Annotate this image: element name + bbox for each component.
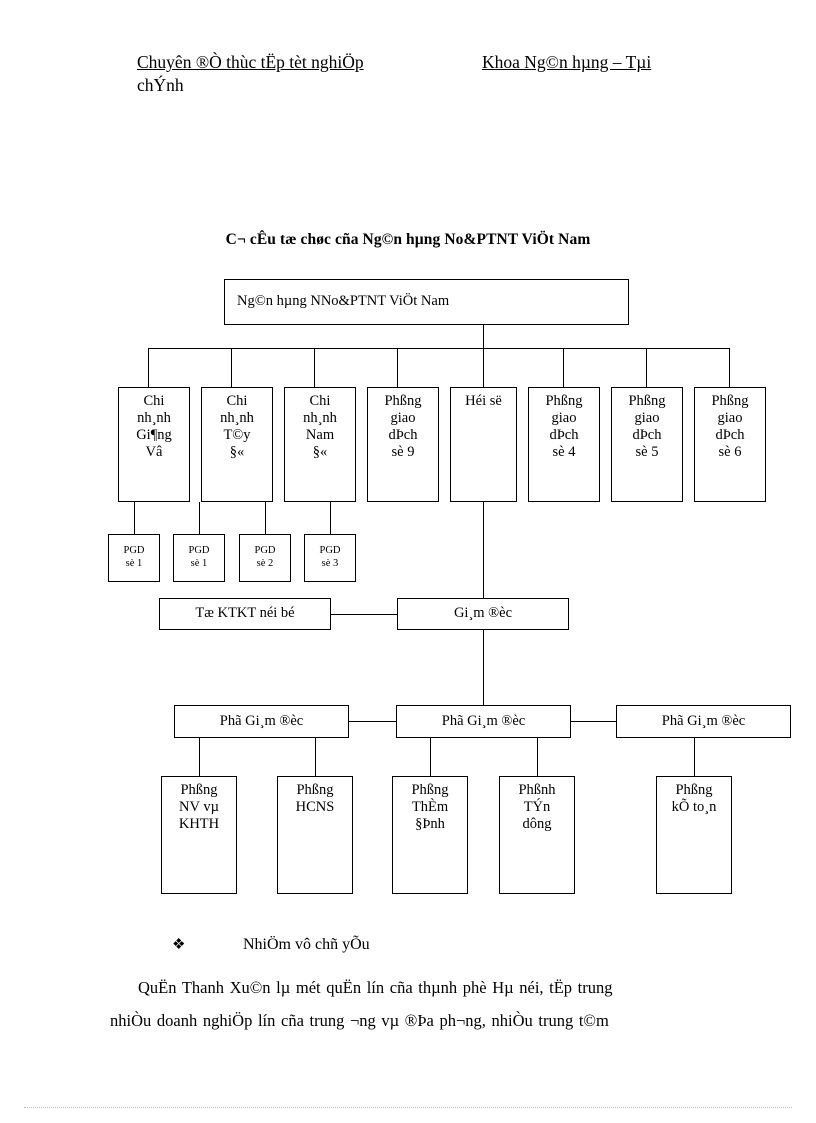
org-node-branch-2: Chi nh¸nh T©y §« <box>201 387 273 502</box>
connector-drop-7 <box>729 348 730 387</box>
org-node-head-office-label: Héi së <box>465 393 502 409</box>
org-node-pgd-1-label: PGD sè 1 <box>123 545 145 569</box>
org-node-transaction-office-5: Phßng giao dÞch sè 5 <box>611 387 683 502</box>
org-node-root-label: Ng©n hµng NNo&PTNT ViÖt Nam <box>237 293 450 310</box>
connector-root-stem <box>483 325 484 387</box>
org-node-deputy-left: Phã Gi¸m ®èc <box>174 705 349 738</box>
org-node-director: Gi¸m ®èc <box>397 598 569 630</box>
org-node-dept-credit-label: Phßnh TÝn dông <box>518 782 556 833</box>
connector-pgd-drop-1 <box>134 502 135 534</box>
org-node-dept-appraisal-label: Phßng ThÈm §Þnh <box>411 782 449 833</box>
org-node-transaction-office-5-label: Phßng giao dÞch sè 5 <box>628 393 666 461</box>
connector-pgd-drop-3 <box>265 502 266 534</box>
connector-drop-3 <box>314 348 315 387</box>
org-node-dept-appraisal: Phßng ThÈm §Þnh <box>392 776 468 894</box>
org-node-pgd-2-label: PGD sè 1 <box>188 545 210 569</box>
connector-audit-to-director <box>331 614 397 615</box>
org-node-transaction-office-6-label: Phßng giao dÞch sè 6 <box>711 393 749 461</box>
org-node-branch-1: Chi nh¸nh Gi¶ng Vâ <box>118 387 190 502</box>
connector-dept-drop-1 <box>199 738 200 776</box>
header-left-title: Chuyên ®Ò thùc tËp tèt nghiÖp <box>137 52 364 72</box>
connector-drop-4 <box>397 348 398 387</box>
connector-dept-drop-3 <box>430 738 431 776</box>
org-node-deputy-left-label: Phã Gi¸m ®èc <box>219 712 304 729</box>
org-node-transaction-office-9-label: Phßng giao dÞch sè 9 <box>384 393 422 461</box>
org-node-director-label: Gi¸m ®èc <box>453 605 513 622</box>
org-node-deputy-right: Phã Gi¸m ®èc <box>616 705 791 738</box>
header-top-row: Chuyên ®Ò thùc tËp tèt nghiÖp Khoa Ng©n … <box>137 52 797 73</box>
connector-pgd-drop-2 <box>199 502 200 534</box>
connector-deputy-center-right <box>571 721 616 722</box>
org-node-dept-hr: Phßng HCNS <box>277 776 353 894</box>
org-node-pgd-2: PGD sè 1 <box>173 534 225 582</box>
connector-dept-drop-2 <box>315 738 316 776</box>
paragraph-intro-line2: nhiÒu doanh nghiÖp lín cña trung ¬ng vµ … <box>110 1011 609 1030</box>
org-node-head-office: Héi së <box>450 387 517 502</box>
org-node-pgd-3-label: PGD sè 2 <box>254 545 276 569</box>
connector-drop-6 <box>646 348 647 387</box>
org-node-deputy-center-label: Phã Gi¸m ®èc <box>441 712 526 729</box>
org-node-dept-planning: Phßng NV vµ KHTH <box>161 776 237 894</box>
org-node-transaction-office-4-label: Phßng giao dÞch sè 4 <box>545 393 583 461</box>
bullet-item-duties-label: NhiÖm vô chñ yÕu <box>243 936 370 953</box>
org-node-pgd-4-label: PGD sè 3 <box>319 545 341 569</box>
org-node-deputy-right-label: Phã Gi¸m ®èc <box>661 712 746 729</box>
org-node-transaction-office-4: Phßng giao dÞch sè 4 <box>528 387 600 502</box>
org-node-pgd-1: PGD sè 1 <box>108 534 160 582</box>
org-node-branch-3-label: Chi nh¸nh Nam §« <box>303 393 337 461</box>
org-node-pgd-3: PGD sè 2 <box>239 534 291 582</box>
connector-level1-bus <box>148 348 729 349</box>
connector-drop-5 <box>563 348 564 387</box>
org-node-branch-2-label: Chi nh¸nh T©y §« <box>220 393 254 461</box>
paragraph-intro: QuËn Thanh Xu©n lµ mét quËn lín cña thµn… <box>110 971 810 1037</box>
org-node-branch-1-label: Chi nh¸nh Gi¶ng Vâ <box>136 393 172 461</box>
org-node-dept-accounting-label: Phßng kÕ to¸n <box>671 782 717 816</box>
connector-dept-drop-4 <box>537 738 538 776</box>
org-node-audit-unit-label: Tæ KTKT néi bé <box>195 605 295 622</box>
connector-dept-drop-5 <box>694 738 695 776</box>
org-node-dept-accounting: Phßng kÕ to¸n <box>656 776 732 894</box>
org-node-deputy-center: Phã Gi¸m ®èc <box>396 705 571 738</box>
connector-pgd-drop-4 <box>330 502 331 534</box>
bullet-item-duties: ❖ NhiÖm vô chñ yÕu <box>110 935 810 954</box>
diamond-bullet-icon: ❖ <box>172 937 186 953</box>
connector-drop-1 <box>148 348 149 387</box>
org-node-transaction-office-9: Phßng giao dÞch sè 9 <box>367 387 439 502</box>
footer-divider <box>24 1107 792 1108</box>
connector-deputy-left-center <box>349 721 396 722</box>
header-second-line: chÝnh <box>137 75 184 95</box>
org-node-dept-credit: Phßnh TÝn dông <box>499 776 575 894</box>
connector-director-to-deputy <box>483 630 484 705</box>
body-text: ❖ NhiÖm vô chñ yÕu QuËn Thanh Xu©n lµ mé… <box>110 935 810 1037</box>
org-node-branch-3: Chi nh¸nh Nam §« <box>284 387 356 502</box>
paragraph-intro-line1: QuËn Thanh Xu©n lµ mét quËn lín cña thµn… <box>138 978 613 997</box>
org-node-dept-planning-label: Phßng NV vµ KHTH <box>178 782 220 833</box>
connector-headoffice-to-director <box>483 502 484 598</box>
header-right-title: Khoa Ng©n hµng – Tµi <box>482 52 652 72</box>
org-node-dept-hr-label: Phßng HCNS <box>295 782 335 816</box>
org-node-root: Ng©n hµng NNo&PTNT ViÖt Nam <box>224 279 629 325</box>
org-node-audit-unit: Tæ KTKT néi bé <box>159 598 331 630</box>
connector-drop-2 <box>231 348 232 387</box>
org-node-pgd-4: PGD sè 3 <box>304 534 356 582</box>
page-header: Chuyên ®Ò thùc tËp tèt nghiÖp Khoa Ng©n … <box>137 52 797 96</box>
org-node-transaction-office-6: Phßng giao dÞch sè 6 <box>694 387 766 502</box>
org-chart-title: C¬ cÊu tæ chøc cña Ng©n hµng No&PTNT ViÖ… <box>225 231 591 248</box>
